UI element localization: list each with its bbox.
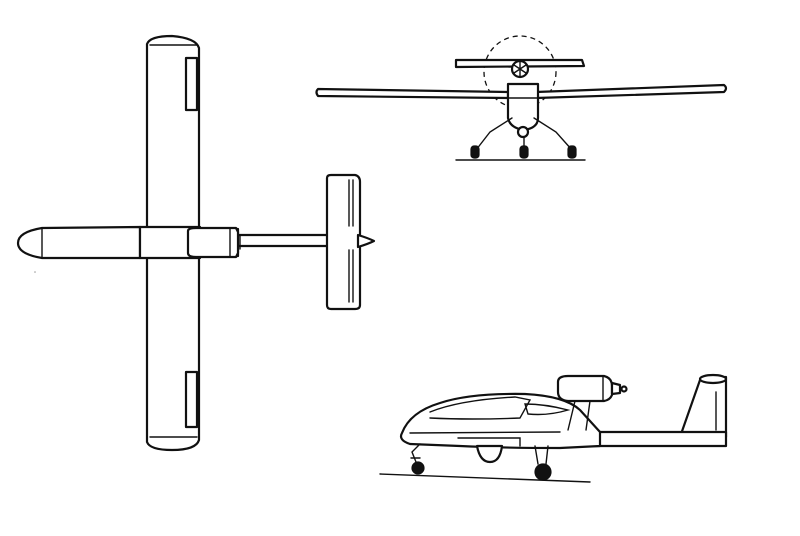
aileron-top [184, 56, 199, 112]
fuselage-front [506, 82, 540, 132]
wheel-left-front [470, 145, 480, 159]
tail-boom [234, 233, 330, 248]
vertical-fin [678, 375, 728, 439]
landing-gear-left [475, 117, 513, 151]
wheel-right-front [567, 145, 577, 159]
belly-pod [475, 444, 504, 464]
plan-view [16, 34, 376, 452]
main-gear [534, 445, 552, 481]
wheel-nose-front [519, 145, 529, 159]
horizontal-tail [325, 173, 362, 311]
main-wing-front [315, 87, 510, 100]
scan-speck [34, 271, 36, 273]
aileron-bottom [184, 370, 199, 429]
engine-nacelle-top [186, 226, 241, 259]
landing-gear-right [533, 117, 573, 151]
fuselage-side [399, 392, 602, 450]
nose-gear [410, 443, 425, 475]
side-view [379, 373, 728, 483]
engine-nacelle-side [556, 374, 628, 431]
front-view [315, 35, 728, 161]
propeller-spinner [356, 233, 376, 249]
ground-line-side [379, 473, 591, 483]
